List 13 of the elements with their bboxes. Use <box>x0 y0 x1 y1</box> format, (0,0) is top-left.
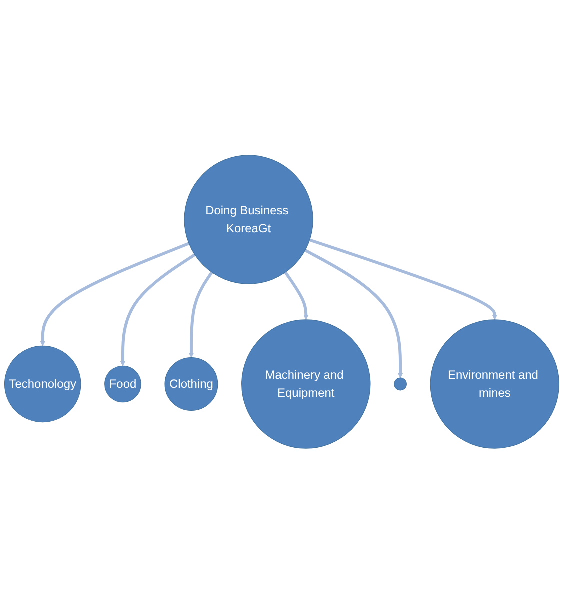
arrow <box>284 272 309 320</box>
arrow <box>309 238 498 320</box>
node-circle: Doing Business KoreaGt <box>184 155 314 284</box>
arrow <box>304 249 404 378</box>
node-circle: Environment and mines <box>430 320 560 449</box>
arrow <box>120 254 196 366</box>
node-circle: Clothing <box>164 358 218 411</box>
arrow <box>188 272 214 358</box>
arrow <box>40 242 190 346</box>
node-circle: Machinery and Equipment <box>242 320 371 449</box>
node-circle: Techonology <box>4 346 82 423</box>
node-circle: Food <box>104 366 142 403</box>
node-circle <box>394 378 407 391</box>
